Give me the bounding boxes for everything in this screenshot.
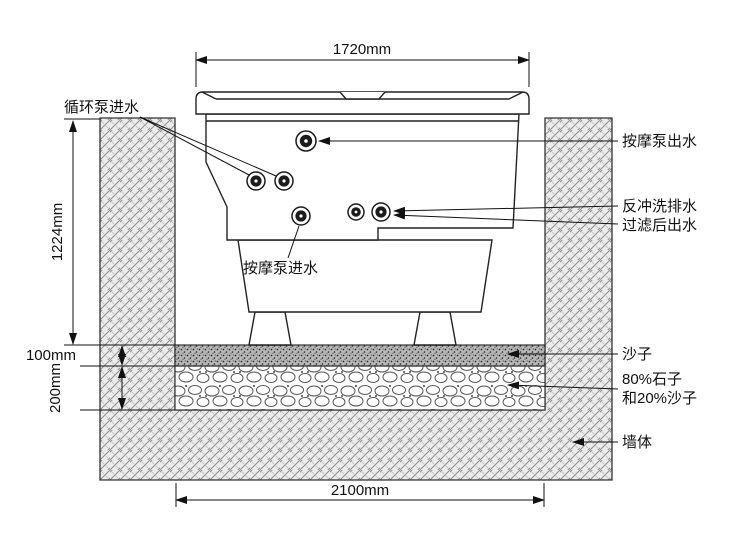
leader-circulation-1 [139,116,250,176]
label-sand: 沙子 [622,346,652,363]
leader-lines [139,116,619,446]
ports [246,130,391,226]
lid-corner-left [201,91,217,100]
dim-label-pit-depth: 1224mm [49,203,66,261]
lid-handle [339,91,386,100]
port-massage-pump-inlet [291,206,311,226]
label-gravel-mix-line1: 80%石子 [622,371,682,388]
leader-circulation-2 [139,116,277,177]
leader-gravel [507,381,619,390]
label-filtered-outlet: 过滤后出水 [622,217,697,234]
leader-filtered [393,211,619,225]
leader-massage-inlet [287,225,300,259]
port-massage-pump-outlet [295,130,317,152]
port-filtered-outlet [371,202,391,222]
label-gravel-mix-line2: 和20%沙子 [622,390,697,407]
tub-shell [205,113,520,241]
gravel-layer [174,365,546,411]
lid-corner-right [508,91,524,100]
port-circulation-inlet-2 [274,171,294,191]
dim-label-gravel-layer: 200mm [47,363,64,413]
tub-pedestal [237,239,493,313]
leader-backwash [393,205,619,215]
label-circulation-pump-inlet: 循环泵进水 [64,99,139,116]
port-backwash-drain [347,203,365,221]
tub-foot-left [248,311,292,346]
label-wall: 墙体 [622,434,652,451]
tub [195,91,530,346]
label-backwash-drain: 反冲洗排水 [622,198,697,215]
pit-walls [99,117,613,481]
dim-label-bottom-width: 2100mm [331,482,389,499]
dim-label-top-width: 1720mm [333,41,391,58]
dimension-lines [64,52,545,507]
dim-label-sand-layer: 100mm [26,347,76,364]
sand-layer [174,344,546,367]
label-massage-pump-outlet: 按摩泵出水 [622,132,697,150]
label-massage-pump-inlet: 按摩泵进水 [243,259,318,277]
tub-foot-right [413,311,457,346]
port-circulation-inlet-1 [246,171,266,191]
